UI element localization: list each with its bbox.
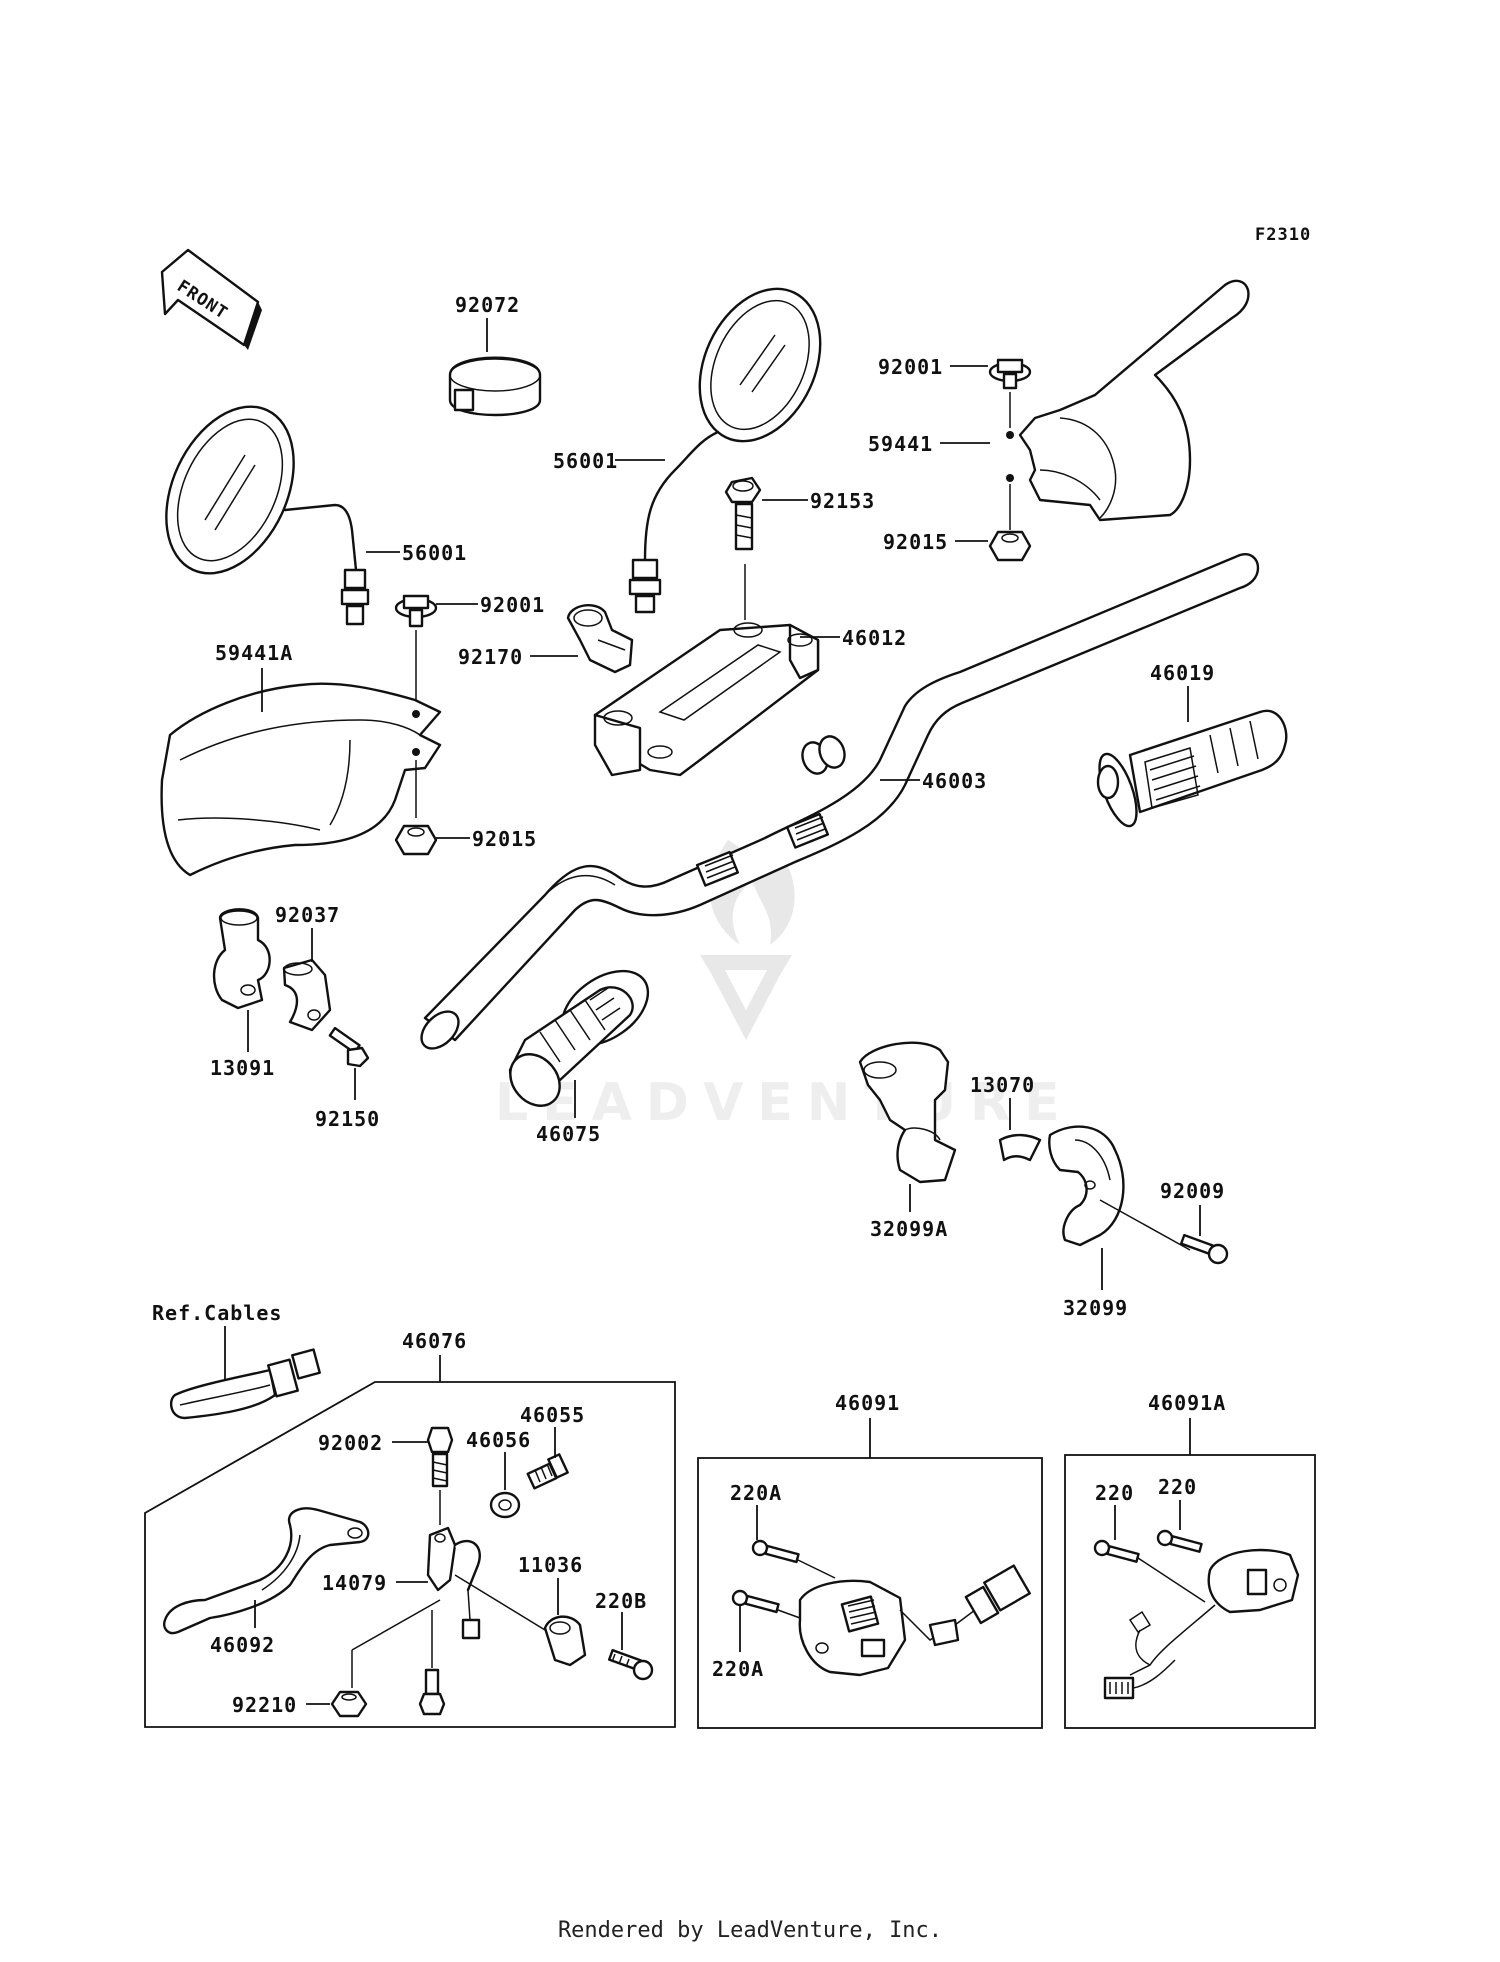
bolt-92001-left-icon — [394, 594, 438, 628]
handlebar-46003-icon — [420, 553, 1260, 1050]
bolt-92001-right-icon — [988, 358, 1032, 390]
screw-220A-top-icon — [751, 1539, 800, 1564]
label-nut-92015-right: 92015 — [883, 530, 948, 554]
clamp-92170-icon — [566, 604, 634, 674]
switch-46091A-icon — [1103, 1548, 1300, 1700]
clamp-92037-icon — [282, 958, 332, 1032]
label-holder-46012: 46012 — [842, 626, 907, 650]
label-nut-92210: 92210 — [232, 1693, 297, 1717]
label-bolt-92153: 92153 — [810, 489, 875, 513]
adjuster-46055-icon — [526, 1453, 569, 1490]
lever-46092-icon — [163, 1507, 370, 1635]
label-handguard-left: 59441A — [215, 641, 293, 665]
label-clamp-92037: 92037 — [275, 903, 340, 927]
grip-46019-icon — [1096, 709, 1288, 828]
label-screw-220B: 220B — [595, 1589, 647, 1613]
figure-code: F2310 — [1255, 225, 1311, 245]
housing-32099-icon — [1048, 1125, 1125, 1247]
label-housing-32099: 32099 — [1063, 1296, 1128, 1320]
label-nut-92015-left: 92015 — [472, 827, 537, 851]
mirror-left-icon — [165, 405, 370, 626]
label-lever-46092: 46092 — [210, 1633, 275, 1657]
switch-46091-icon — [798, 1564, 1031, 1677]
label-switch-11036: 11036 — [518, 1553, 583, 1577]
cable-end-icon — [169, 1348, 321, 1420]
handguard-right-icon — [1006, 279, 1250, 522]
label-bolt-92001-left: 92001 — [480, 593, 545, 617]
bolt-92150-icon — [328, 1026, 370, 1068]
label-bolt-92150: 92150 — [315, 1107, 380, 1131]
label-adjuster-46055: 46055 — [520, 1403, 585, 1427]
bracket-14079-icon — [426, 1526, 481, 1640]
label-screw-220A-bottom: 220A — [712, 1657, 764, 1681]
label-lever-assy-46076: 46076 — [402, 1329, 467, 1353]
bolt-92002-icon — [426, 1426, 454, 1488]
screw-92009-icon — [1179, 1233, 1229, 1265]
label-housing-32099A: 32099A — [870, 1217, 948, 1241]
grip-46075-icon — [508, 969, 650, 1107]
bolt-bottom-icon — [418, 1668, 446, 1716]
label-screw-220-right: 220 — [1158, 1475, 1197, 1499]
nut-92015-right-icon — [988, 530, 1032, 562]
mirror-right-icon — [628, 287, 822, 614]
label-ref-cables: Ref.Cables — [152, 1301, 282, 1325]
label-holder-13091: 13091 — [210, 1056, 275, 1080]
frame-lever-assy — [144, 1381, 676, 1728]
label-grip-46019: 46019 — [1150, 661, 1215, 685]
label-grip-46075: 46075 — [536, 1122, 601, 1146]
label-handlebar-46003: 46003 — [922, 769, 987, 793]
footer-credit: Rendered by LeadVenture, Inc. — [557, 1918, 943, 1943]
label-clamp-92072: 92072 — [455, 293, 520, 317]
handguard-left-icon — [160, 682, 442, 877]
clamp-92072-icon — [448, 356, 542, 417]
screw-220A-bottom-icon — [731, 1589, 780, 1614]
nut-92210-icon — [330, 1690, 368, 1718]
watermark-text: LEADVENTURE — [495, 1073, 1074, 1133]
holder-13091-icon — [212, 908, 271, 1010]
label-mirror-right: 56001 — [553, 449, 618, 473]
screw-220-right-icon — [1156, 1529, 1203, 1553]
nut-92015-left-icon — [394, 824, 438, 856]
label-switch-46091A: 46091A — [1148, 1391, 1226, 1415]
holder-46012-icon — [593, 622, 820, 777]
guide-13070-icon — [998, 1133, 1042, 1162]
switch-11036-icon — [543, 1615, 587, 1667]
adjuster-46056-icon — [489, 1491, 521, 1519]
label-screw-220-left: 220 — [1095, 1481, 1134, 1505]
label-bolt-92002: 92002 — [318, 1431, 383, 1455]
label-mirror-left: 56001 — [402, 541, 467, 565]
label-adjuster-46056: 46056 — [466, 1428, 531, 1452]
front-arrow-icon: FRONT — [160, 248, 262, 350]
housing-32099A-icon — [858, 1041, 957, 1184]
watermark-logo: LEADVENTURE — [495, 840, 1074, 1133]
label-handguard-right: 59441 — [868, 432, 933, 456]
bolt-92153-icon — [724, 476, 762, 551]
label-screw-220A-top: 220A — [730, 1481, 782, 1505]
label-clamp-92170: 92170 — [458, 645, 523, 669]
label-screw-92009: 92009 — [1160, 1179, 1225, 1203]
label-bracket-14079: 14079 — [322, 1571, 387, 1595]
label-switch-46091: 46091 — [835, 1391, 900, 1415]
label-guide-13070: 13070 — [970, 1073, 1035, 1097]
screw-220-left-icon — [1093, 1539, 1140, 1563]
label-bolt-92001-right: 92001 — [878, 355, 943, 379]
screw-220B-icon — [607, 1648, 654, 1681]
